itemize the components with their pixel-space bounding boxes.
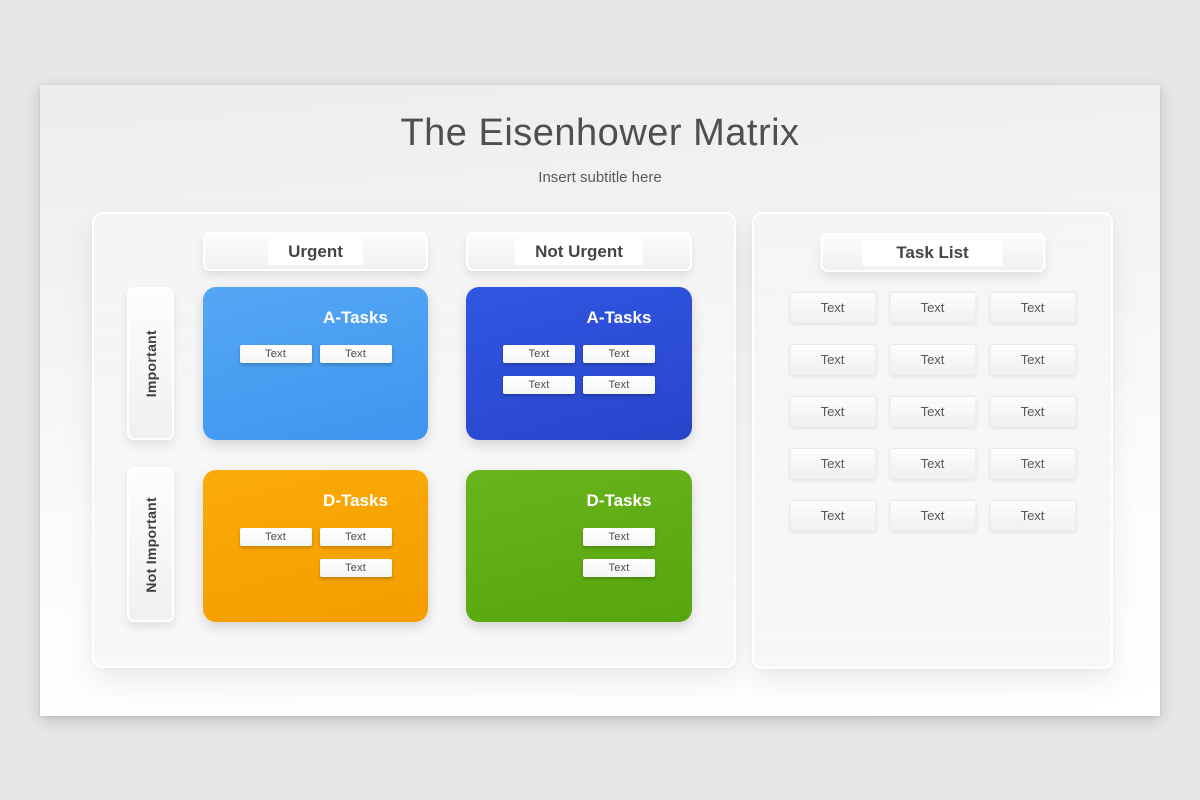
row-header-not-important-label: Not Important <box>142 496 159 593</box>
quadrant-button-row: Text <box>503 528 655 546</box>
row-header-not-important[interactable]: Not Important <box>127 467 174 622</box>
slide-subtitle[interactable]: Insert subtitle here <box>538 169 662 186</box>
task-text-placeholder[interactable]: Text <box>889 396 976 428</box>
task-text-placeholder[interactable]: Text <box>789 292 876 324</box>
task-text-placeholder[interactable]: Text <box>989 500 1076 532</box>
task-text-placeholder[interactable]: Text <box>789 344 876 376</box>
quadrant-title-row: D-Tasks <box>240 491 392 511</box>
quadrant-title: D-Tasks <box>586 491 652 510</box>
text-placeholder-button[interactable]: Text <box>583 345 655 363</box>
quadrant-title: A-Tasks <box>323 308 388 327</box>
task-text-placeholder[interactable]: Text <box>789 500 876 532</box>
task-text-placeholder[interactable]: Text <box>989 396 1076 428</box>
slide-title[interactable]: The Eisenhower Matrix <box>400 112 800 154</box>
text-placeholder-button[interactable]: Text <box>503 345 575 363</box>
task-text-placeholder[interactable]: Text <box>989 292 1076 324</box>
quadrant-button-row: Text Text <box>503 376 655 394</box>
quadrant-title: D-Tasks <box>323 491 388 510</box>
quadrant-title-row: D-Tasks <box>503 491 655 511</box>
task-list-header-label: Task List <box>862 239 1003 266</box>
task-text-placeholder[interactable]: Text <box>889 292 976 324</box>
quadrant-button-row: Text Text <box>239 528 392 546</box>
task-text-placeholder[interactable]: Text <box>989 344 1076 376</box>
text-placeholder-button[interactable]: Text <box>583 528 655 546</box>
task-text-placeholder[interactable]: Text <box>789 396 876 428</box>
task-text-placeholder[interactable]: Text <box>989 448 1076 480</box>
quadrant-button-row: Text Text <box>239 345 392 363</box>
quadrant-title: A-Tasks <box>586 308 652 327</box>
text-placeholder-button[interactable]: Text <box>239 345 312 363</box>
text-placeholder-button[interactable]: Text <box>239 528 312 546</box>
text-placeholder-button[interactable]: Text <box>319 528 392 546</box>
matrix-panel: Urgent Not Urgent Important Not Importan… <box>92 212 736 668</box>
quadrant-button-row: Text <box>503 559 655 577</box>
quadrant-title-row: A-Tasks <box>240 308 392 328</box>
task-text-placeholder[interactable]: Text <box>789 448 876 480</box>
task-text-placeholder[interactable]: Text <box>889 500 976 532</box>
column-header-not-urgent[interactable]: Not Urgent <box>466 232 692 271</box>
task-text-placeholder[interactable]: Text <box>889 344 976 376</box>
task-list-header[interactable]: Task List <box>820 233 1045 272</box>
slide: The Eisenhower Matrix Insert subtitle he… <box>40 85 1160 716</box>
quadrant-buttons: Text Text <box>239 345 392 376</box>
column-header-urgent-label: Urgent <box>268 238 363 265</box>
quadrant-urgent-important[interactable]: A-Tasks Text Text <box>203 287 428 440</box>
row-header-important-label: Important <box>142 329 159 398</box>
text-placeholder-button[interactable]: Text <box>583 559 655 577</box>
task-text-placeholder[interactable]: Text <box>889 448 976 480</box>
column-header-urgent[interactable]: Urgent <box>203 232 428 271</box>
quadrant-title-row: A-Tasks <box>503 308 655 328</box>
row-header-important[interactable]: Important <box>127 287 174 440</box>
quadrant-button-row: Text <box>240 559 392 577</box>
text-placeholder-button[interactable]: Text <box>503 376 575 394</box>
text-placeholder-button[interactable]: Text <box>583 376 655 394</box>
text-placeholder-button[interactable]: Text <box>319 559 392 577</box>
quadrant-button-row: Text Text <box>503 345 655 363</box>
column-header-not-urgent-label: Not Urgent <box>515 238 643 265</box>
text-placeholder-button[interactable]: Text <box>319 345 392 363</box>
